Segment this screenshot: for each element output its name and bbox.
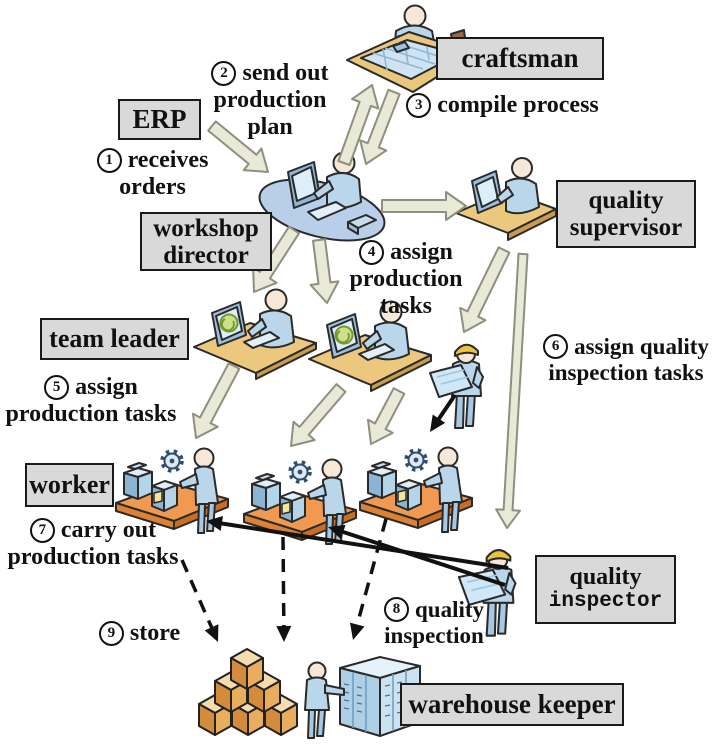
worker-1-icon [115,447,229,534]
quality-supervisor-icon [455,157,557,241]
step-4-text-3: tasks [379,292,433,319]
arrow-supervisor-to-inspector-mid [459,246,511,333]
step-4-text-2: production [349,265,463,292]
step-5-text-2: production tasks [5,400,177,427]
step-4-text-1: assign [390,239,453,265]
label-box-workshop-director: workshop director [140,212,272,271]
step-1-number: 1 [96,147,122,173]
step-7-text-1: carry out [60,517,157,543]
step-3-compile-process: 3 compile process [395,92,610,119]
label-box-craftsman: craftsman [436,37,604,80]
step-1-text-2: orders [119,173,186,200]
worker-label: worker [29,469,110,499]
step-4-number: 4 [359,239,385,265]
label-box-erp: ERP [118,99,201,140]
step-2-line-1: 2 send out [200,60,340,87]
quality-inspector-label-2: inspector [548,590,663,614]
step-5-line-1: 5 assign [0,374,182,401]
step-8-quality-inspection: 8 quality inspection [370,597,498,649]
step-7-carry-out-production-tasks: 7 carry out production tasks [2,517,184,571]
stored-goods-crates-icon [198,648,298,736]
step-2-text-3: plan [247,113,293,140]
step-3-line-1: 3 compile process [395,92,610,119]
worker-3-icon [359,446,473,533]
arrow-worker2-store-to-crates [276,536,292,642]
step-4-line-1: 4 assign [345,239,467,266]
step-8-text-1: quality [414,597,485,622]
team-leader-2-icon [308,300,432,392]
worker-2-icon [243,458,357,545]
step-4-assign-production-tasks: 4 assign production tasks [345,239,467,320]
step-1-text-1: receives [127,147,209,173]
team-leader-label: team leader [49,323,180,353]
step-6-line-1: 6 assign quality [532,334,720,360]
step-6-number: 6 [543,334,569,360]
label-box-worker: worker [25,463,114,507]
step-2-number: 2 [211,60,237,86]
step-2-text-1: send out [242,60,329,86]
step-8-line-1: 8 quality [370,597,498,623]
step-9-number: 9 [98,620,124,646]
quality-inspector-label-1: quality [569,564,642,591]
label-box-team-leader: team leader [40,318,189,360]
step-5-text-1: assign [75,374,138,400]
step-8-text-2: inspection [384,622,484,648]
step-6-assign-quality-inspection-tasks: 6 assign quality inspection tasks [532,334,720,386]
workshop-director-label-2: director [163,241,249,269]
workshop-director-label-1: workshop [153,214,259,242]
step-9-line-1: 9 store [92,620,187,647]
craftsman-label: craftsman [461,42,579,73]
step-8-number: 8 [383,597,409,623]
team-leader-1-icon [193,288,317,380]
step-6-text-2: inspection tasks [548,359,704,385]
step-6-text-1: assign quality [574,334,709,359]
warehouse-keeper-label: warehouse keeper [408,688,616,719]
step-2-text-2: production [213,86,327,113]
step-1-receives-orders: 1 receives orders [85,147,220,201]
label-box-warehouse-keeper: warehouse keeper [400,683,624,726]
arrow-team-leader2-to-worker3 [367,387,406,445]
step-9-text-1: store [129,620,181,646]
step-9-store: 9 store [92,620,187,647]
step-5-number: 5 [44,374,70,400]
arrow-worker1-store-to-crates [180,559,219,642]
step-3-number: 3 [406,92,432,118]
step-7-text-2: production tasks [7,543,179,570]
step-3-text-1: compile process [437,92,599,118]
step-2-send-out-production-plan: 2 send out production plan [200,60,340,141]
erp-label: ERP [132,103,187,134]
workshop-director-icon [258,151,386,242]
inspector-mid-icon [429,343,484,429]
step-1-line-1: 1 receives [85,147,220,174]
label-box-quality-supervisor: quality supervisor [556,180,696,248]
step-5-assign-production-tasks: 5 assign production tasks [0,374,182,428]
label-box-quality-inspector: quality inspector [535,555,676,624]
step-7-line-1: 7 carry out [2,517,184,544]
step-7-number: 7 [29,517,55,543]
quality-supervisor-label-2: supervisor [569,214,683,241]
arrow-team-leader2-to-worker2 [290,383,347,447]
quality-supervisor-label-1: quality [588,187,664,214]
